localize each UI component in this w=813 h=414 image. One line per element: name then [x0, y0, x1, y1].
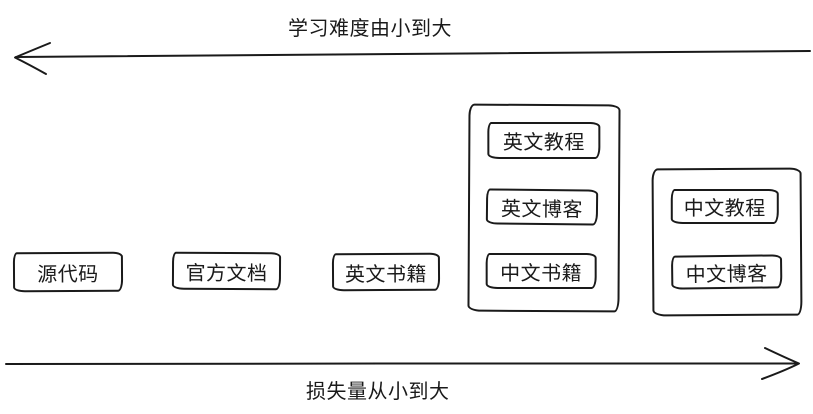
top-arrow-head-icon [14, 42, 51, 75]
bottom-arrow-head-icon [761, 347, 800, 380]
node-english-books: 英文书籍 [331, 252, 441, 292]
node-english-blogs: 英文博客 [485, 188, 599, 226]
group-box-english-resources: 英文教程 英文博客 中文书籍 [467, 103, 621, 313]
top-arrow-line [15, 50, 811, 58]
group-box-chinese-resources: 中文教程 中文博客 [651, 167, 803, 317]
node-chinese-books: 中文书籍 [485, 252, 597, 290]
bottom-axis-label: 损失量从小到大 [306, 381, 450, 403]
top-axis-label: 学习难度由小到大 [288, 18, 452, 40]
node-source-code: 源代码 [12, 251, 124, 293]
node-chinese-tutorials: 中文教程 [670, 188, 779, 225]
node-chinese-blogs: 中文博客 [670, 254, 783, 290]
node-english-tutorials: 英文教程 [487, 121, 601, 160]
node-official-docs: 官方文档 [171, 251, 282, 291]
bottom-arrow-line [5, 362, 799, 366]
